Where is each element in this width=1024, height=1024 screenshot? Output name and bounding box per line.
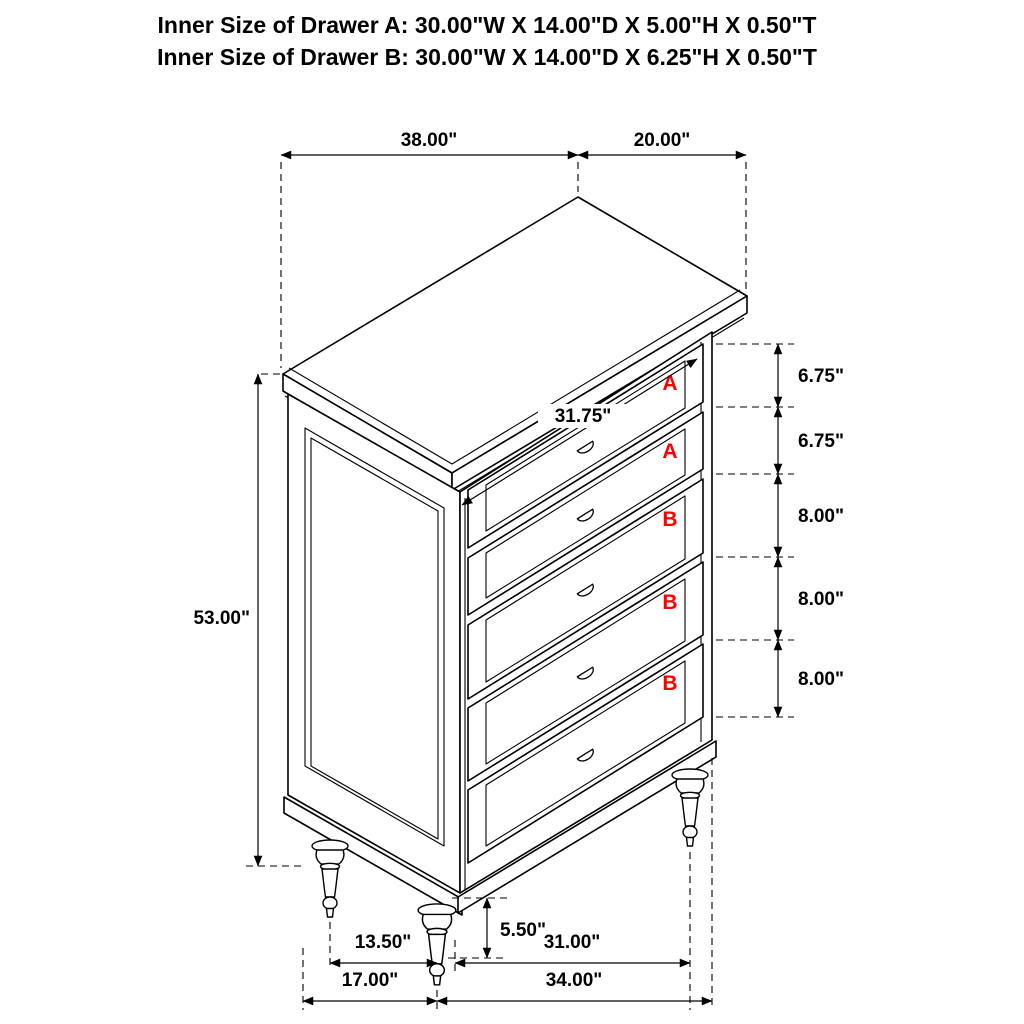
label-background <box>538 404 630 428</box>
dim-label-drawer-1-height: 6.75" <box>798 366 844 387</box>
drawer-4: B <box>467 561 704 782</box>
dim-label-top-width: 38.00" <box>401 130 458 151</box>
drawer-3: B <box>467 478 704 700</box>
dim-total-height: 53.00" <box>193 373 302 867</box>
dim-label-opening-width: 31.75" <box>555 406 612 427</box>
dim-bottom-spans: 13.50" 31.00" 17.00" 34.00" <box>302 758 713 1010</box>
dim-opening-width: 31.75" <box>461 358 698 506</box>
top-surface-bevel-line <box>288 289 741 465</box>
drawer-5-panel-line <box>485 660 686 847</box>
dim-top-depth: 20.00" <box>577 130 747 290</box>
dim-label-drawer-2-height: 6.75" <box>798 431 844 452</box>
dim-label-front-base-span: 34.00" <box>546 970 603 991</box>
dim-label-side-base-span: 17.00" <box>342 970 399 991</box>
dim-top-width: 38.00" <box>280 130 579 368</box>
leg-left <box>311 839 349 918</box>
drawer-4-handle-icon <box>576 666 594 680</box>
drawer-5-handle-icon <box>576 748 594 762</box>
dim-label-drawer-4-height: 8.00" <box>798 589 844 610</box>
drawer-letter: B <box>662 508 677 531</box>
dim-label-side-leg-span: 13.50" <box>355 932 412 953</box>
dim-label-drawer-5-height: 8.00" <box>798 669 844 690</box>
side-recessed-panel-outer <box>304 427 445 847</box>
drawer-2-handle-icon <box>576 508 594 522</box>
dim-label-top-depth: 20.00" <box>634 130 691 151</box>
drawer-a-inner-size-title: Inner Size of Drawer A: 30.00"W X 14.00"… <box>158 12 817 38</box>
dim-label-total-height: 53.00" <box>193 608 250 629</box>
drawer-3-handle-icon <box>576 583 594 597</box>
drawer-3-panel-line <box>485 495 686 683</box>
dim-leg-height: 5.50" <box>448 897 546 959</box>
base-strip-front <box>457 740 717 914</box>
drawer-4-panel-line <box>485 578 686 765</box>
drawer-letter: B <box>662 591 677 614</box>
drawer-letter: B <box>662 672 677 695</box>
dim-label-leg-height: 5.50" <box>500 920 546 941</box>
dimension-line <box>461 358 698 506</box>
dim-drawer-stack: 6.75" 6.75" 8.00" 8.00" 8.00" <box>716 343 844 718</box>
leg-right <box>671 768 709 847</box>
drawer-5: B <box>467 643 704 864</box>
dim-label-front-leg-span: 31.00" <box>544 932 601 953</box>
base-strip-side <box>283 796 463 916</box>
drawer-letter: A <box>662 440 677 463</box>
dim-label-drawer-3-height: 8.00" <box>798 506 844 527</box>
leg-front <box>417 903 457 986</box>
side-recessed-panel-inner <box>310 437 439 840</box>
drawer-b-inner-size-title: Inner Size of Drawer B: 30.00"W X 14.00"… <box>157 44 817 70</box>
base-molding <box>283 740 717 916</box>
